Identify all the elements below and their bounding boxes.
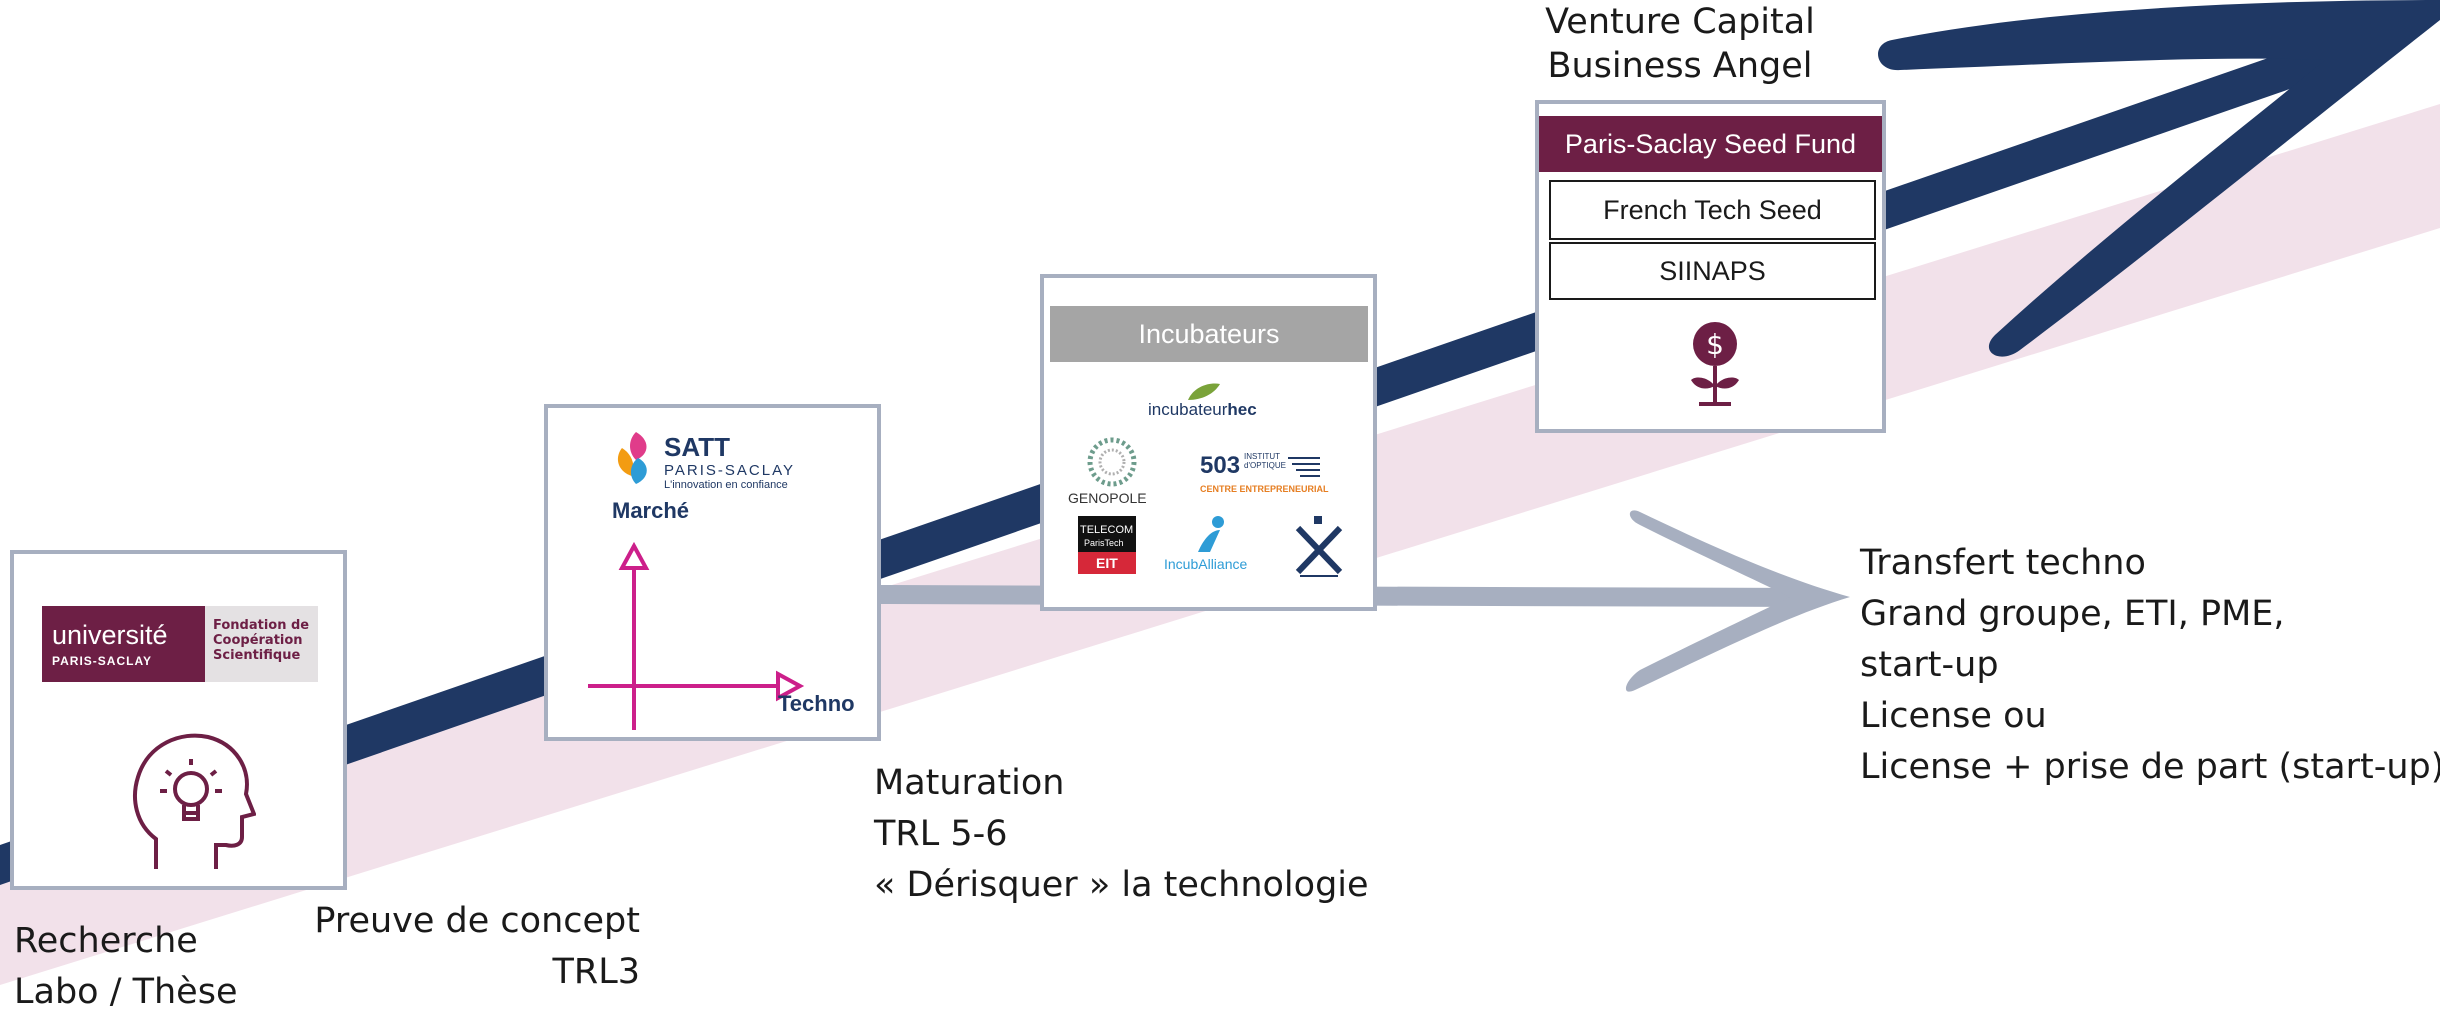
incubateurs-banner: Incubateurs xyxy=(1050,306,1368,362)
stage-maturation-label: Maturation TRL 5-6 « Dérisquer » la tech… xyxy=(874,763,1369,905)
satt-logo-sub: PARIS-SACLAY xyxy=(664,462,795,479)
telecom-paristech-logo: TELECOM ParisTech EIT xyxy=(1078,516,1136,574)
genopole-logo: GENOPOLE xyxy=(1068,436,1158,512)
503-inst-line: INSTITUT xyxy=(1244,452,1280,461)
universite-paris-saclay-logo: université PARIS-SACLAY Fondation de Coo… xyxy=(42,606,318,682)
incuballiance-logo: IncubAlliance xyxy=(1164,514,1268,578)
hec-pre: incubateur xyxy=(1148,400,1228,419)
head-lightbulb-icon xyxy=(133,733,256,869)
fondation-line: Coopération xyxy=(213,633,303,648)
satt-logo-icon xyxy=(617,432,647,484)
incubateurs-box: Incubateurs incubateurhec GENOPOLE 503 I… xyxy=(1040,274,1377,611)
503-lines-icon xyxy=(1288,457,1320,477)
telecom-l3: EIT xyxy=(1096,555,1118,571)
stage-preuve-label: Preuve de concept TRL3 xyxy=(314,901,640,992)
503-inst-line: d'OPTIQUE xyxy=(1244,461,1286,470)
axis-x-label: Techno xyxy=(778,691,855,716)
incubateurhec-logo: incubateurhec xyxy=(1148,380,1268,432)
logo-sub: PARIS-SACLAY xyxy=(52,654,153,668)
seed-fund-banner: Paris-Saclay Seed Fund xyxy=(1539,116,1882,172)
institut-optique-503-logo: 503 INSTITUT d'OPTIQUE CENTRE ENTREPRENE… xyxy=(1200,452,1330,502)
logo-word: université xyxy=(52,620,168,650)
grey-branch-arrowhead xyxy=(1625,510,1850,692)
genopole-circle-icon xyxy=(1087,437,1137,487)
leaf-icon xyxy=(1188,383,1220,400)
fondation-line: Fondation de xyxy=(213,618,310,633)
axes-arrows-icon xyxy=(588,541,805,730)
satt-logo-tagline: L'innovation en confiance xyxy=(664,479,788,491)
recherche-box: université PARIS-SACLAY Fondation de Coo… xyxy=(10,550,347,890)
incuballiance-figure-icon xyxy=(1198,516,1224,552)
hec-post: hec xyxy=(1227,400,1257,419)
telecom-l2: ParisTech xyxy=(1084,538,1124,548)
stage-vc-label: Venture Capital Business Angel xyxy=(1545,2,1815,86)
503-number: 503 xyxy=(1200,452,1241,479)
satt-box: SATT PARIS-SACLAY L'innovation en confia… xyxy=(544,404,881,741)
stage-recherche-label: Recherche Labo / Thèse xyxy=(14,921,238,1012)
satt-logo-title: SATT xyxy=(664,432,730,462)
polytechnique-x-logo xyxy=(1295,516,1343,577)
seed-fund-box: Paris-Saclay Seed Fund French Tech Seed … xyxy=(1535,100,1886,433)
genopole-label: GENOPOLE xyxy=(1068,490,1147,506)
french-tech-seed-box: French Tech Seed xyxy=(1549,180,1876,240)
fondation-line: Scientifique xyxy=(213,648,301,663)
axis-y-label: Marché xyxy=(612,498,690,523)
navy-main-arrow-head xyxy=(1878,0,2440,357)
siinaps-box: SIINAPS xyxy=(1549,242,1876,300)
telecom-l1: TELECOM xyxy=(1080,524,1134,536)
incuballiance-label: IncubAlliance xyxy=(1164,556,1248,572)
stage-transfert-label: Transfert techno Grand groupe, ETI, PME,… xyxy=(1860,543,2440,787)
money-plant-icon: $ xyxy=(1691,322,1739,406)
503-sub: CENTRE ENTREPRENEURIAL xyxy=(1200,484,1329,494)
svg-text:$: $ xyxy=(1706,328,1724,361)
